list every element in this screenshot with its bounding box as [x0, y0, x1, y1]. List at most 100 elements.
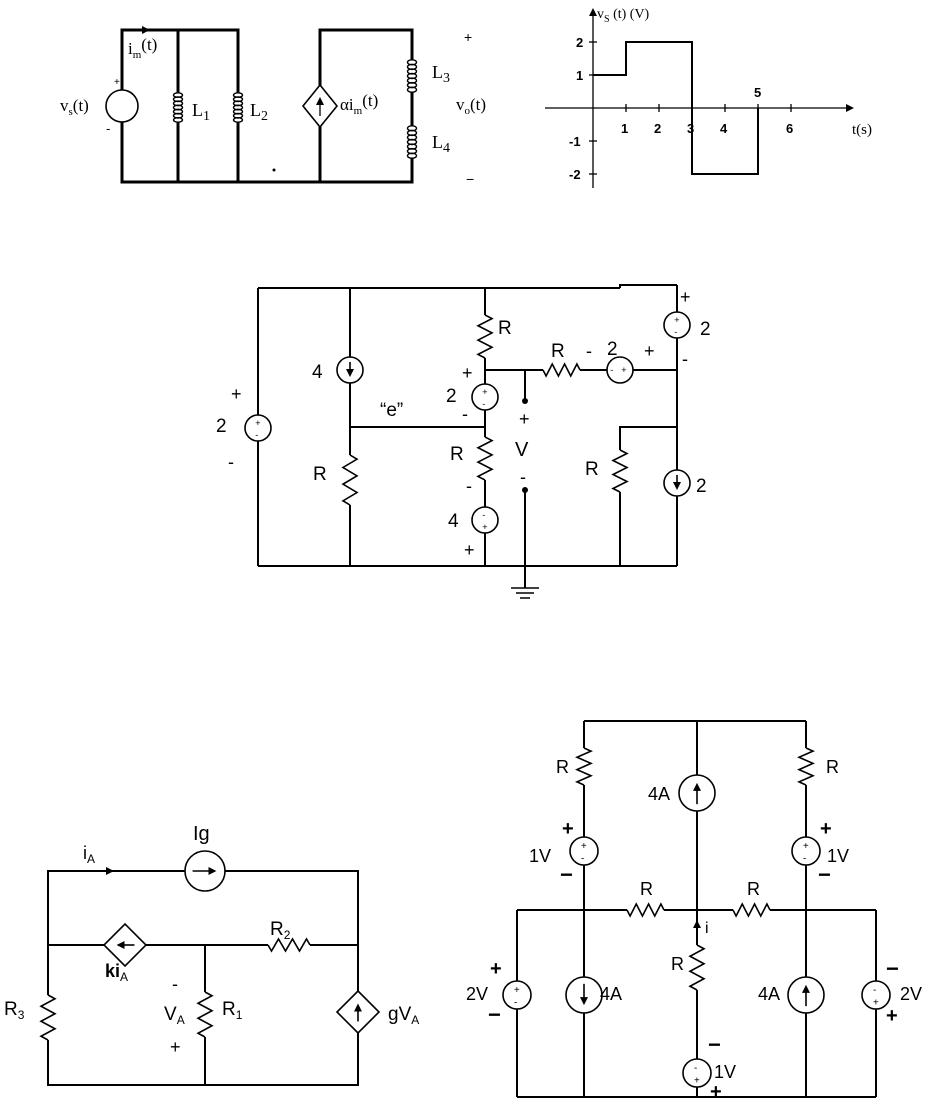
source-minus-sign: - [106, 121, 110, 136]
b-mid-source-value: 2 [446, 386, 457, 407]
b-current-source-4-value: 4 [312, 362, 323, 383]
d-right-4a-label: 4A [758, 984, 780, 1004]
y-tick-label: -2 [569, 167, 581, 182]
b-right-source-plus: + [680, 287, 691, 307]
d-bottom-1v-minus: − [708, 1032, 721, 1057]
d-left-1v-plus: + [562, 818, 574, 840]
svg-text:-: - [674, 327, 677, 337]
b-series-source-minus: - [586, 341, 592, 361]
y-tick-label: 1 [576, 68, 583, 83]
svg-text:+: + [873, 998, 879, 1009]
l3-inductor-icon [406, 60, 418, 92]
l4-label: L4 [432, 132, 450, 156]
b-left-voltage-source-icon: +- [245, 415, 271, 441]
svg-text:+: + [482, 522, 487, 532]
b-mid-voltage-source-icon: +- [472, 384, 498, 410]
svg-text:+: + [581, 841, 587, 852]
d-left-2v-minus: − [488, 1002, 501, 1027]
x-tick-label: 2 [654, 121, 661, 136]
b-series-r-label: R [551, 341, 565, 362]
d-right-2v-minus: − [886, 956, 899, 981]
b-right-voltage-source-icon: +- [664, 312, 690, 338]
d-top-current-source-icon [679, 775, 715, 811]
x-tick-label: 1 [621, 121, 628, 136]
svg-text:-: - [610, 365, 613, 375]
d-left-1v-label: 1V [529, 846, 551, 866]
svg-text:+: + [482, 387, 487, 397]
d-right-1v-minus: − [818, 862, 831, 887]
vo-plus-sign: + [464, 29, 472, 45]
b-bottom-source-minus: - [466, 476, 472, 496]
b-top-right-wire [620, 285, 677, 288]
x-tick-label: 6 [786, 121, 793, 136]
d-left-1v-minus: − [560, 862, 573, 887]
d-left-2v-label: 2V [466, 984, 488, 1004]
circuit-a: + - vs(t) im(t) L1 L2 αim(t) L3 L4 + vo(… [60, 29, 486, 187]
d-right-2v-label: 2V [900, 984, 922, 1004]
svg-text:+: + [674, 315, 679, 325]
b-right-r-branch [620, 427, 677, 566]
x-axis-title: t(s) [852, 122, 872, 138]
d-mid-right-r-label: R [747, 879, 760, 899]
b-mid-source-minus: - [462, 404, 468, 424]
b-top-r-label: R [498, 318, 512, 339]
b-v-label: V [515, 439, 529, 461]
svg-text:+: + [694, 1076, 700, 1087]
ig-current-source-icon [185, 851, 225, 891]
b-left-source-minus: - [228, 452, 234, 472]
svg-text:+: + [803, 841, 809, 852]
y-tick-label: 2 [576, 35, 583, 50]
d-bottom-1v-plus: + [710, 1081, 722, 1103]
d-top-current-label: 4A [648, 784, 670, 804]
va-label: VA [164, 1004, 185, 1027]
vs-label: vs(t) [60, 96, 89, 118]
va-minus-sign: - [172, 974, 178, 994]
x-label-5: 5 [754, 85, 761, 100]
c-outer-wire [48, 871, 358, 1085]
d-left-2v-plus: + [490, 958, 502, 980]
b-mid-source-plus: + [462, 363, 473, 383]
d-right-4a-source-icon [788, 977, 824, 1013]
gva-label: gVA [388, 1004, 419, 1027]
svg-text:-: - [482, 399, 485, 409]
ia-label: iA [83, 843, 95, 866]
x-tick-label: 4 [720, 121, 728, 136]
dependent-current-source-icon [303, 85, 337, 127]
svg-text:+: + [621, 365, 626, 375]
svg-text:-: - [255, 430, 258, 440]
d-right-1v-plus: + [820, 818, 832, 840]
circuit-d: +-+-+--+-+ R R 4A + 1V − + 1V − R R i R … [466, 721, 922, 1103]
l2-inductor-icon [232, 93, 244, 122]
b-v-terminal-top [522, 398, 528, 404]
source-plus-sign: + [114, 77, 120, 88]
svg-text:-: - [514, 998, 517, 1009]
d-left-2v-source-icon: +- [503, 981, 531, 1009]
b-right-source-value: 2 [700, 319, 711, 340]
b-v-minus: - [520, 467, 526, 487]
b-node-e-label: “e” [380, 400, 403, 421]
x-tick-label: 3 [687, 121, 694, 136]
svg-text:-: - [873, 985, 876, 996]
vo-label: vo(t) [456, 95, 486, 117]
b-mid-r-label: R [450, 444, 464, 465]
circuit-a-dot [273, 169, 276, 172]
r2-label: R2 [270, 919, 291, 942]
b-v-plus: + [519, 409, 530, 429]
b-right-r-label: R [585, 459, 599, 480]
d-right-1v-source-icon: +- [792, 837, 820, 865]
gva-dependent-source-icon [337, 991, 379, 1033]
b-bottom-source-value: 4 [448, 511, 459, 532]
d-bottom-1v-label: 1V [714, 1062, 736, 1082]
d-bottom-1v-source-icon: -+ [683, 1059, 711, 1087]
r1-label: R1 [222, 999, 243, 1022]
b-series-source-plus: + [644, 341, 655, 361]
l3-label: L3 [432, 62, 450, 86]
d-right-2v-plus: + [886, 1005, 898, 1027]
d-left-1v-source-icon: +- [570, 837, 598, 865]
y-tick-label: -1 [569, 134, 581, 149]
circuit-b: +-+--+-++- + 2 - 4 “e” R R + 2 - R - 4 +… [216, 285, 711, 598]
svg-text:-: - [694, 1063, 697, 1074]
svg-text:+: + [514, 985, 520, 996]
l2-label: L2 [250, 100, 268, 124]
ground-icon [511, 588, 539, 598]
